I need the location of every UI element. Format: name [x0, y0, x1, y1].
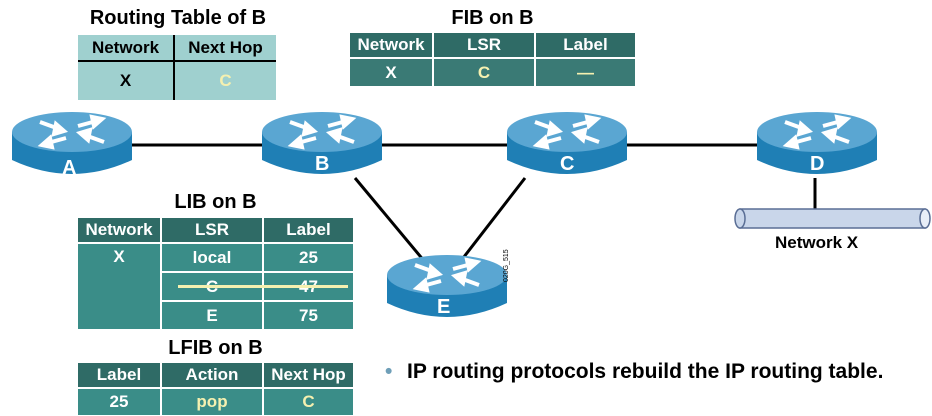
link-c-e: [458, 177, 527, 263]
network-x-label: Network X: [775, 233, 859, 252]
lib-header: Network: [78, 218, 162, 243]
router-a-icon: [12, 112, 132, 174]
routing-table: Network Next Hop X C: [78, 35, 276, 100]
lib-cell: E: [161, 300, 264, 329]
lib-cell: 25: [263, 242, 353, 272]
lib-title: LIB on B: [174, 191, 257, 213]
fib-cell: —: [535, 57, 635, 86]
lfib-title: LFIB on B: [168, 337, 263, 359]
router-e-label: E: [437, 296, 451, 318]
strikethrough-line: [178, 285, 348, 288]
fib-header: Label: [535, 33, 635, 58]
link-b-e: [353, 177, 427, 263]
lib-header: Label: [263, 218, 353, 243]
fib-cell: C: [433, 57, 536, 86]
figure-id: 020G_515: [503, 249, 510, 282]
router-b-label: B: [315, 153, 330, 175]
router-d-label: D: [810, 153, 825, 175]
lfib-header: Next Hop: [263, 363, 353, 388]
lfib-cell: 25: [78, 387, 162, 415]
lfib-table: Label Action Next Hop 25 pop C: [78, 363, 353, 415]
router-e-icon: [387, 255, 507, 317]
lib-cell: X: [78, 242, 162, 329]
router-d-icon: [757, 112, 877, 174]
routing-table-header: Next Hop: [173, 35, 276, 62]
lfib-cell: pop: [161, 387, 264, 415]
routing-table-header: Network: [78, 35, 174, 62]
routing-table-cell: C: [173, 61, 276, 100]
fib-header: LSR: [433, 33, 536, 58]
lib-table: Network LSR Label X local 25 C 47 E 75: [78, 218, 353, 329]
lfib-header: Label: [78, 363, 162, 388]
router-c-icon: [507, 112, 627, 174]
fib-table: Network LSR Label X C —: [350, 33, 635, 86]
fib-header: Network: [350, 33, 434, 58]
routing-table-cell: X: [78, 61, 174, 100]
fib-title: FIB on B: [451, 7, 534, 29]
lfib-cell: C: [263, 387, 353, 415]
lib-cell: local: [161, 242, 264, 272]
network-x-segment: [734, 208, 931, 229]
bullet-text: IP routing protocols rebuild the IP rout…: [407, 360, 884, 383]
fib-cell: X: [350, 57, 434, 86]
bullet-icon: •: [385, 360, 393, 383]
router-c-label: C: [560, 153, 575, 175]
router-b-icon: [262, 112, 382, 174]
lib-header: LSR: [161, 218, 264, 243]
lib-cell: 75: [263, 300, 353, 329]
lfib-header: Action: [161, 363, 264, 388]
routing-table-title: Routing Table of B: [89, 7, 267, 29]
router-a-label: A: [62, 157, 77, 179]
